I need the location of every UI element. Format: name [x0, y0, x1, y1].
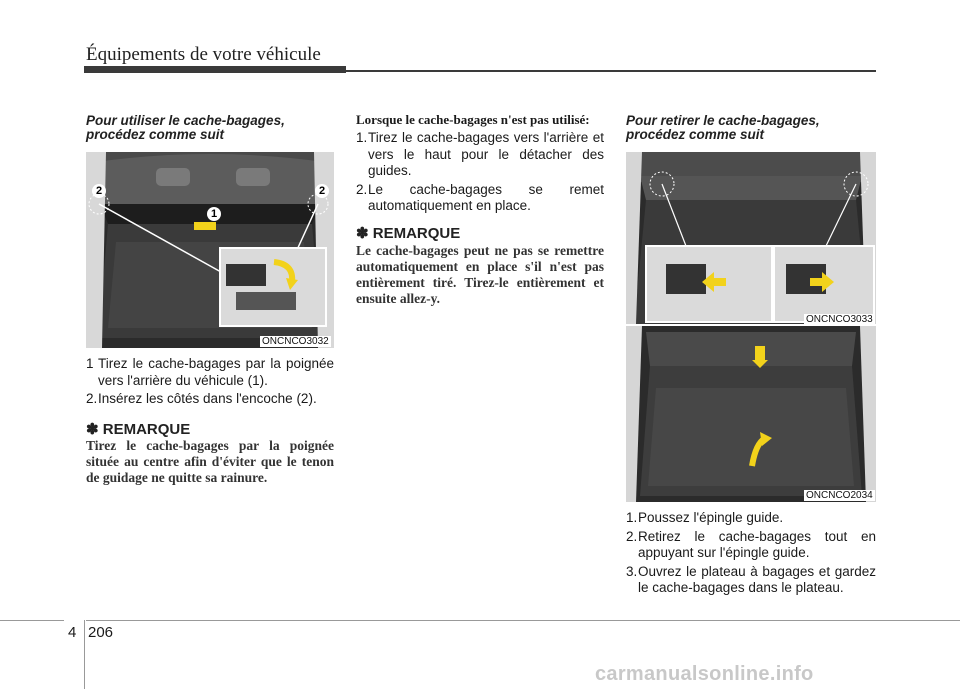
step-item: 2.Le cache-bagages se remet automatiquem… [356, 182, 604, 215]
watermark: carmanualsonline.info [595, 663, 814, 685]
image-code-3032: ONCNCO3032 [260, 336, 331, 347]
step-text: Poussez l'épingle guide. [638, 510, 784, 525]
page-number: 206 [88, 624, 114, 641]
image-code-3033: ONCNCO3033 [804, 314, 875, 325]
step-text: Ouvrez le plateau à bagages et gardez le… [638, 563, 876, 596]
footer-rule-left [0, 620, 64, 621]
step-number: 2. [356, 181, 368, 197]
photo-remove-cover-top [626, 152, 876, 324]
step-number: 1. [626, 510, 638, 525]
step-text: Retirez le cache-bagages tout en appuyan… [638, 528, 876, 561]
remark-body: Le cache-bagages peut ne pas se remettre… [356, 243, 604, 306]
step-item: 3.Ouvrez le plateau à bagages et gardez … [626, 564, 876, 597]
step-text: Le cache-bagages se remet automatiquemen… [368, 181, 604, 214]
image-code-2034: ONCNCO2034 [804, 490, 875, 501]
step-item: 1 Tirez le cache-bagages par la poignée v… [86, 356, 334, 389]
chapter-number: 4 [68, 624, 77, 641]
footer-rule-right [86, 620, 960, 621]
step-number: 1. [356, 130, 368, 145]
step-text: Tirez le cache-bagages vers l'arrière et… [368, 130, 604, 178]
photo-remove-cover-bottom [626, 326, 876, 502]
footer-vertical-rule [84, 620, 85, 689]
step-number: 1 [86, 356, 94, 371]
step-number: 3. [626, 563, 638, 579]
remark-title: ✽ REMARQUE [86, 421, 191, 438]
subhead-use-cover: Pour utiliser le cache-bagages, procédez… [86, 113, 285, 142]
callout-2-left: 2 [92, 184, 106, 198]
step-number: 2. [86, 391, 98, 406]
step-text: Tirez le cache-bagages par la poignée ve… [98, 356, 334, 388]
step-number: 2. [626, 528, 638, 544]
remark-body: Tirez le cache-bagages par la poignée si… [86, 438, 334, 485]
header-rule-thick [84, 66, 346, 73]
callout-1: 1 [207, 207, 221, 221]
page-header-title: Équipements de votre véhicule [86, 44, 321, 65]
step-text: Insérez les côtés dans l'encoche (2). [98, 391, 317, 406]
callout-2-right: 2 [315, 184, 329, 198]
steps-list-remove: 1.Poussez l'épingle guide. 2.Retirez le … [626, 510, 876, 599]
step-item: 1.Poussez l'épingle guide. [626, 510, 876, 527]
step-item: 1.Tirez le cache-bagages vers l'arrière … [356, 130, 604, 180]
step-item: 2.Retirez le cache-bagages tout en appuy… [626, 529, 876, 562]
steps-list-not-used: 1.Tirez le cache-bagages vers l'arrière … [356, 130, 604, 217]
heading-not-used: Lorsque le cache-bagages n'est pas utili… [356, 112, 590, 127]
step-item: 2.Insérez les côtés dans l'encoche (2). [86, 391, 334, 408]
steps-list-use: 1 Tirez le cache-bagages par la poignée v… [86, 356, 334, 410]
header-rule-thin [346, 70, 876, 72]
remark-title: ✽ REMARQUE [356, 225, 461, 242]
photo-cargo-cover-use [86, 152, 334, 348]
subhead-remove-cover: Pour retirer le cache-bagages, procédez … [626, 113, 820, 142]
